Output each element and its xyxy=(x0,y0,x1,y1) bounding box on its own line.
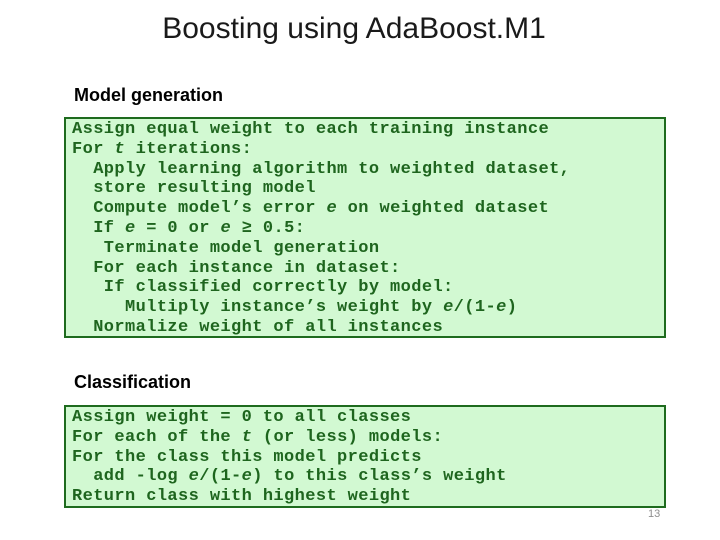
code-line: Return class with highest weight xyxy=(72,487,412,507)
code-line: Apply learning algorithm to weighted dat… xyxy=(72,159,571,179)
model-generation-code-box: Assign equal weight to each training ins… xyxy=(64,117,666,338)
code-line: For the class this model predicts xyxy=(72,447,422,467)
code-line: Compute model’s error e on weighted data… xyxy=(72,199,550,219)
section-heading-model-generation: Model generation xyxy=(74,85,224,105)
code-line: For each of the t (or less) models: xyxy=(72,427,444,447)
code-line: Assign weight = 0 to all classes xyxy=(72,408,412,427)
code-line: Terminate model generation xyxy=(72,238,380,258)
code-line: add -log e/(1-e) to this class’s weight xyxy=(72,467,507,487)
slide-title: Boosting using AdaBoost.M1 xyxy=(162,12,546,45)
page-number: 13 xyxy=(648,508,661,520)
code-line: For t iterations: xyxy=(72,139,253,159)
code-line: Assign equal weight to each training ins… xyxy=(72,120,550,139)
code-line: Multiply instance’s weight by e/(1-e) xyxy=(72,298,518,318)
code-line: store resulting model xyxy=(72,179,316,199)
section-heading-classification: Classification xyxy=(74,372,192,392)
code-line: If e = 0 or e ≥ 0.5: xyxy=(72,218,306,238)
code-line: If classified correctly by model: xyxy=(72,278,454,298)
code-line: Normalize weight of all instances xyxy=(72,317,444,337)
code-line: For each instance in dataset: xyxy=(72,258,401,278)
